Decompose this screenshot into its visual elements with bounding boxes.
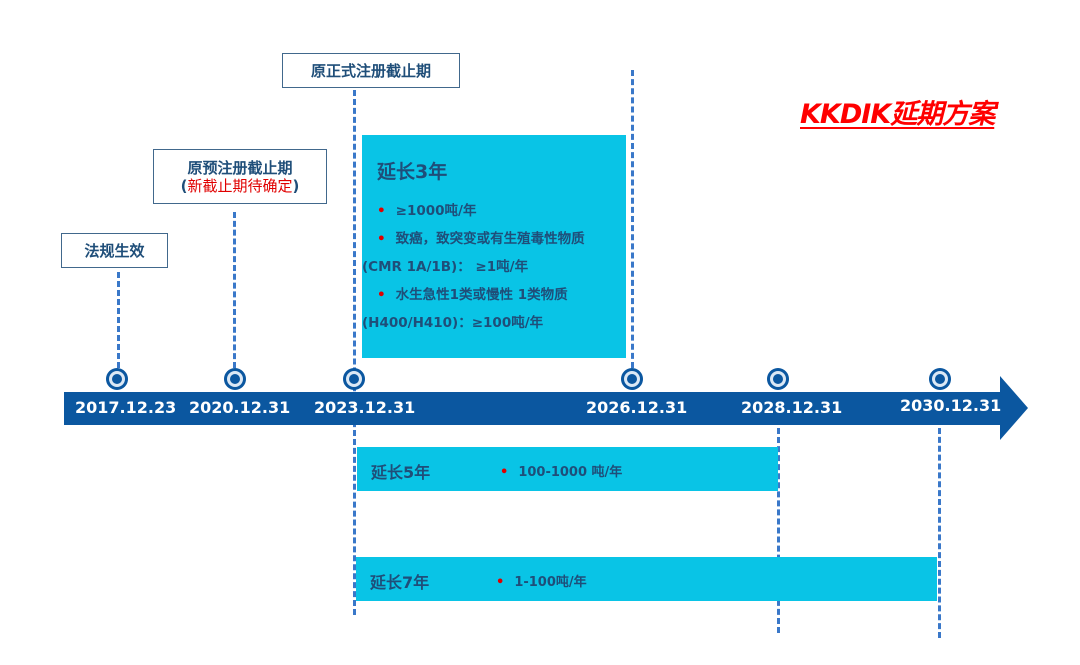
item-text: 水生急性1类或慢性 1类物质	[395, 287, 568, 303]
extension-3-years-box: 延长3年 • ≥1000吨/年 • 致癌，致突变或有生殖毒性物质 (CMR 1A/1…	[362, 135, 626, 358]
date-2028: 2028.12.31	[741, 398, 843, 417]
timeline-axis	[64, 392, 1002, 425]
extension-7-years-item: • 1-100吨/年	[496, 571, 587, 590]
timeline-arrow-icon	[1000, 376, 1028, 440]
guide-line-2030	[938, 428, 941, 638]
guide-line-2020	[233, 212, 236, 368]
milestone-marker-icon	[929, 368, 951, 390]
item-text: ≥1000吨/年	[395, 203, 477, 219]
label-pre-registration-line1: 原预注册截止期	[187, 158, 293, 177]
milestone-marker-icon	[621, 368, 643, 390]
date-2020: 2020.12.31	[189, 398, 291, 417]
milestone-marker-icon	[767, 368, 789, 390]
date-2026: 2026.12.31	[586, 398, 688, 417]
extension-3-years-item-3-cont: (H400/H410)：≥100吨/年	[362, 315, 544, 331]
milestone-marker-icon	[224, 368, 246, 390]
item-text: 100-1000 吨/年	[518, 465, 623, 480]
guide-line-2023	[353, 90, 356, 615]
extension-3-years-item-2: • 致癌，致突变或有生殖毒性物质	[377, 225, 585, 253]
label-formal-registration-text: 原正式注册截止期	[310, 61, 431, 80]
extension-7-years-heading: 延长7年	[370, 573, 430, 592]
label-pre-registration-deadline: 原预注册截止期 (新截止期待确定)	[153, 149, 327, 204]
extension-5-years-item: • 100-1000 吨/年	[500, 461, 622, 480]
bullet-icon: •	[496, 575, 505, 590]
label-regulation-effective-text: 法规生效	[84, 241, 145, 260]
paren-open: (	[180, 176, 188, 195]
label-pre-registration-line2: 新截止期待确定	[187, 176, 293, 195]
milestone-marker-icon	[106, 368, 128, 390]
bullet-icon: •	[377, 231, 386, 247]
date-2017: 2017.12.23	[75, 398, 177, 417]
extension-5-years-heading: 延长5年	[371, 463, 431, 482]
extension-3-years-item-2-cont: (CMR 1A/1B)： ≥1吨/年	[362, 259, 529, 275]
label-regulation-effective: 法规生效	[61, 233, 168, 268]
bullet-icon: •	[377, 287, 386, 303]
extension-3-years-heading: 延长3年	[377, 161, 448, 183]
item-text: 1-100吨/年	[514, 575, 587, 590]
paren-close: )	[292, 176, 300, 195]
extension-3-years-item-3: • 水生急性1类或慢性 1类物质	[377, 281, 585, 309]
bullet-icon: •	[377, 203, 386, 219]
item-text: 致癌，致突变或有生殖毒性物质	[395, 231, 585, 247]
milestone-marker-icon	[343, 368, 365, 390]
date-2023: 2023.12.31	[314, 398, 416, 417]
extension-7-years-bar: 延长7年 • 1-100吨/年	[356, 557, 937, 601]
diagram-title: KKDIK延期方案	[800, 99, 995, 130]
date-2030: 2030.12.31	[900, 396, 1002, 415]
label-formal-registration-deadline: 原正式注册截止期	[282, 53, 460, 88]
guide-line-2026	[631, 70, 634, 368]
guide-line-2028	[777, 428, 780, 633]
extension-5-years-bar: 延长5年 • 100-1000 吨/年	[357, 447, 778, 491]
guide-line-2017	[117, 272, 120, 368]
extension-3-years-item-1: • ≥1000吨/年	[377, 197, 585, 225]
bullet-icon: •	[500, 465, 509, 480]
